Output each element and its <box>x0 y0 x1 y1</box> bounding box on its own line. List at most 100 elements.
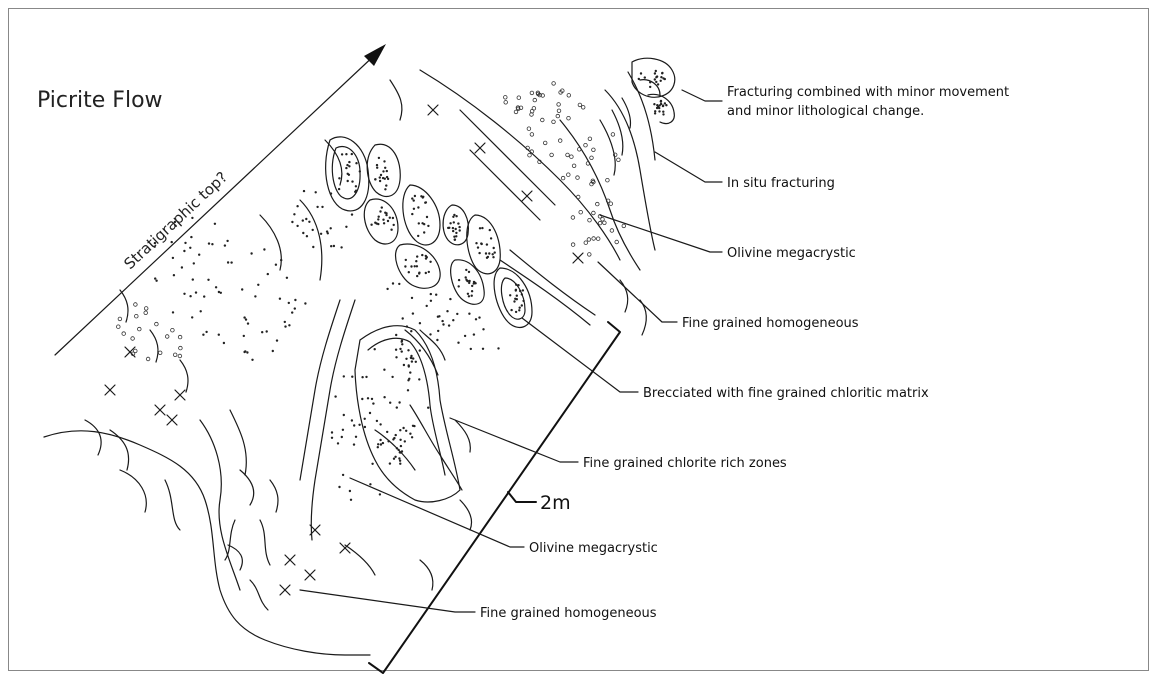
stipple-dot <box>412 357 414 359</box>
label-fine-grained-lower: Fine grained homogeneous <box>480 606 657 621</box>
stipple-dot <box>246 351 248 353</box>
stipple-dot <box>430 300 432 302</box>
stipple-dot <box>254 295 256 297</box>
stipple-dot <box>396 406 398 408</box>
stipple-dot <box>598 221 602 225</box>
stipple-dot <box>528 153 532 157</box>
stipple-dot <box>369 483 371 485</box>
stipple-dot <box>590 156 594 160</box>
stipple-dot <box>466 280 468 282</box>
stipple-dot <box>296 225 298 227</box>
stipple-dot <box>649 81 651 83</box>
stipple-dot <box>423 231 425 233</box>
stipple-dot <box>189 295 191 297</box>
stipple-dot <box>361 398 363 400</box>
homogeneous-crosses <box>105 105 583 595</box>
stipple-dot <box>331 431 333 433</box>
stipple-dot <box>351 180 353 182</box>
stipple-dot <box>654 110 656 112</box>
stipple-dot <box>135 314 139 318</box>
label-chlorite-zones: Fine grained chlorite rich zones <box>583 456 787 471</box>
stipple-dot <box>405 358 407 360</box>
stipple-dot <box>657 106 659 108</box>
stipple-dot <box>378 157 380 159</box>
stipple-dot <box>657 83 659 85</box>
stipple-dot <box>437 330 439 332</box>
stipple-dot <box>293 213 295 215</box>
stipple-dot <box>355 185 357 187</box>
stipple-dot <box>406 325 408 327</box>
stipple-dot <box>384 178 386 180</box>
stipple-dot <box>351 153 353 155</box>
stipple-dot <box>404 265 406 267</box>
stipple-dot <box>530 133 534 137</box>
stipple-dot <box>379 493 381 495</box>
stipple-dot <box>418 222 420 224</box>
stipple-dot <box>481 227 483 229</box>
stipple-dot <box>415 361 417 363</box>
stipple-dot <box>395 356 397 358</box>
stipple-dot <box>552 82 556 86</box>
stipple-dot <box>154 246 156 248</box>
stipple-dot <box>458 285 460 287</box>
stipple-dot <box>174 221 176 223</box>
stipple-dot <box>571 243 575 247</box>
cross-mark <box>285 555 295 565</box>
stipple-dot <box>247 322 249 324</box>
stipple-dot <box>117 325 121 329</box>
stipple-dot <box>396 447 398 449</box>
stipple-dot <box>257 284 259 286</box>
stipple-dot <box>465 276 467 278</box>
stipple-dot <box>662 104 664 106</box>
stipple-dot <box>379 423 381 425</box>
stipple-dot <box>350 499 352 501</box>
stipple-dot <box>655 76 657 78</box>
stipple-dot <box>394 456 396 458</box>
stipple-dot <box>385 212 387 214</box>
stipple-dot <box>455 215 457 217</box>
stipple-dot <box>517 96 521 100</box>
stipple-dot <box>473 333 475 335</box>
stipple-dot <box>181 266 183 268</box>
stipple-dot <box>354 191 356 193</box>
stipple-dot <box>158 351 162 355</box>
stipple-dot <box>296 205 298 207</box>
stipple-dot <box>485 252 487 254</box>
stipple-dot <box>552 120 556 124</box>
stipple-dot <box>492 256 494 258</box>
stipple-dot <box>558 139 562 143</box>
stipple-dot <box>291 311 293 313</box>
stipple-dot <box>359 170 361 172</box>
stipple-dot <box>386 288 388 290</box>
stipple-dot <box>413 199 415 201</box>
stipple-dot <box>347 180 349 182</box>
stipple-dot <box>302 232 304 234</box>
stipple-dot <box>118 317 122 321</box>
stipple-dot <box>365 376 367 378</box>
stipple-dot <box>449 222 451 224</box>
stipple-dot <box>459 229 461 231</box>
stipple-dot <box>131 337 135 341</box>
stipple-dot <box>326 230 328 232</box>
stipple-dot <box>550 153 554 157</box>
stipple-dot <box>455 232 457 234</box>
stipple-dot <box>389 217 391 219</box>
stipple-dot <box>429 333 431 335</box>
stipple-dot <box>411 360 413 362</box>
stipple-dot <box>173 353 177 357</box>
stipple-dot <box>662 113 664 115</box>
stipple-dot <box>654 112 656 114</box>
stipple-dot <box>266 330 268 332</box>
stipple-dot <box>218 291 220 293</box>
stipple-dot <box>154 242 156 244</box>
stipple-dot <box>418 378 420 380</box>
stipple-dot <box>610 229 614 233</box>
stipple-dot <box>447 227 449 229</box>
stipple-dot <box>427 407 429 409</box>
stipple-dot <box>578 148 582 152</box>
stipple-dot <box>392 217 394 219</box>
stipple-dot <box>412 425 414 427</box>
stipple-dot <box>321 206 323 208</box>
stipple-dot <box>470 348 472 350</box>
stipple-dot <box>337 442 339 444</box>
